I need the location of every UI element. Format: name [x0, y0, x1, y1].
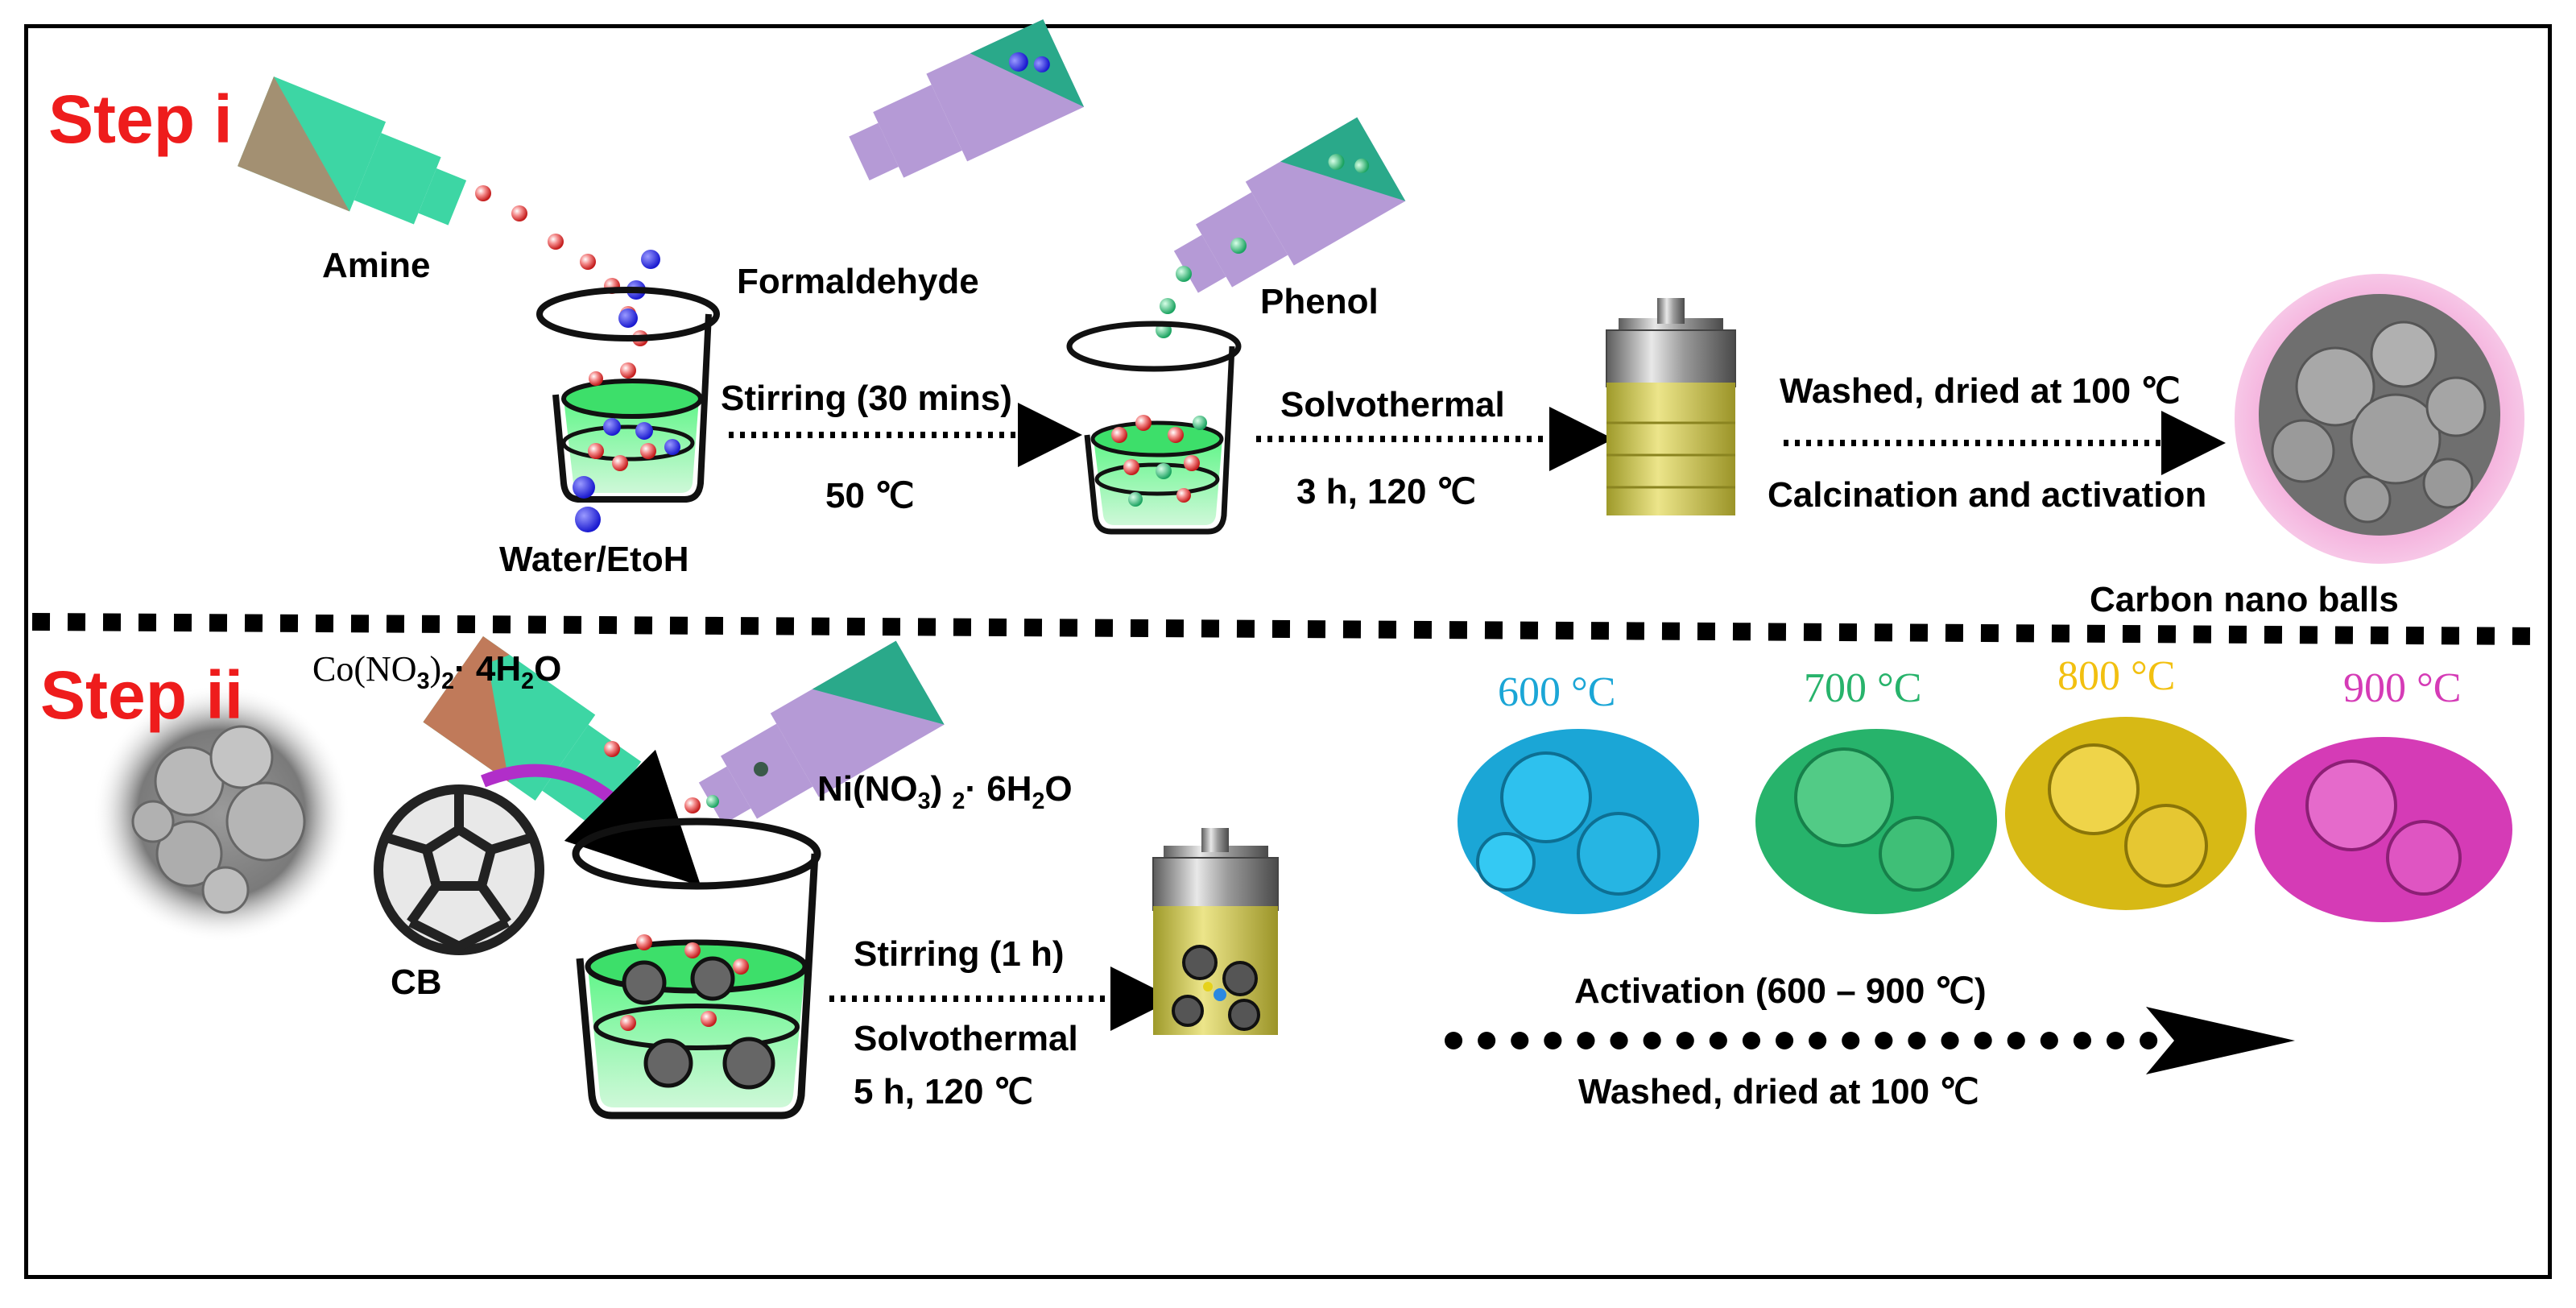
formaldehyde-droplets: [618, 250, 660, 328]
step-separator: [31, 613, 2545, 645]
phenol-label: Phenol: [1260, 282, 1379, 321]
material-700C-image: [1755, 729, 1997, 914]
stirring-30min-label: Stirring (30 mins): [721, 379, 1012, 418]
temp-50-label: 50 ℃: [825, 476, 915, 515]
stirring-1h-label: Stirring (1 h): [854, 934, 1065, 974]
carbon-nano-balls-image: [2235, 274, 2524, 564]
carbon-ball-sem-image: [93, 685, 350, 942]
beaker-2-icon: [1066, 321, 1242, 535]
amine-label: Amine: [322, 246, 431, 285]
autoclave-1-icon: [1606, 298, 1736, 515]
nickel-nitrate-label: Ni(NO3) 2· 6H2O: [817, 769, 1073, 814]
material-600C-image: [1458, 729, 1699, 914]
temp-800-label: 800 °C: [2057, 653, 2176, 699]
carbon-black-fullerene-icon: [374, 784, 544, 955]
arrow-activation-head: [2146, 1007, 2295, 1074]
solvent-label: Water/EtoH: [499, 540, 689, 579]
beaker-3-icon: [572, 818, 821, 1120]
solvothermal-2-label: Solvothermal: [854, 1019, 1078, 1058]
cobalt-nitrate-label: Co(NO3)2· 4H2O: [312, 649, 562, 694]
formaldehyde-bottle-icon: [849, 19, 1085, 180]
material-800C-image: [2005, 717, 2247, 910]
washed-dried-label: Washed, dried at 100 ℃: [1780, 371, 2181, 411]
solvothermal-label: Solvothermal: [1280, 385, 1505, 424]
solvothermal-conditions-label: 3 h, 120 ℃: [1296, 472, 1477, 511]
amine-bottle-icon: [238, 76, 467, 226]
autoclave-2-icon: [1152, 828, 1279, 1035]
figure-frame: [24, 24, 2552, 1279]
step-1-title: Step i: [48, 81, 233, 157]
beaker-1-icon: [536, 287, 720, 532]
solvothermal-2-conditions-label: 5 h, 120 ℃: [854, 1072, 1034, 1111]
add-arrow-icon: [481, 749, 701, 887]
temp-900-label: 900 °C: [2343, 665, 2462, 711]
temp-600-label: 600 °C: [1498, 669, 1616, 715]
carbon-nano-balls-label: Carbon nano balls: [2090, 580, 2399, 619]
step-2-title: Step ii: [40, 657, 244, 733]
material-900C-image: [2255, 737, 2512, 922]
cb-label: CB: [391, 962, 442, 1002]
formaldehyde-label: Formaldehyde: [737, 262, 979, 301]
activation-label: Activation (600 – 900 ℃): [1574, 971, 1987, 1011]
temp-700-label: 700 °C: [1804, 665, 1922, 711]
calcination-label: Calcination and activation: [1768, 475, 2207, 515]
washed-dried-2-label: Washed, dried at 100 ℃: [1578, 1072, 1979, 1111]
